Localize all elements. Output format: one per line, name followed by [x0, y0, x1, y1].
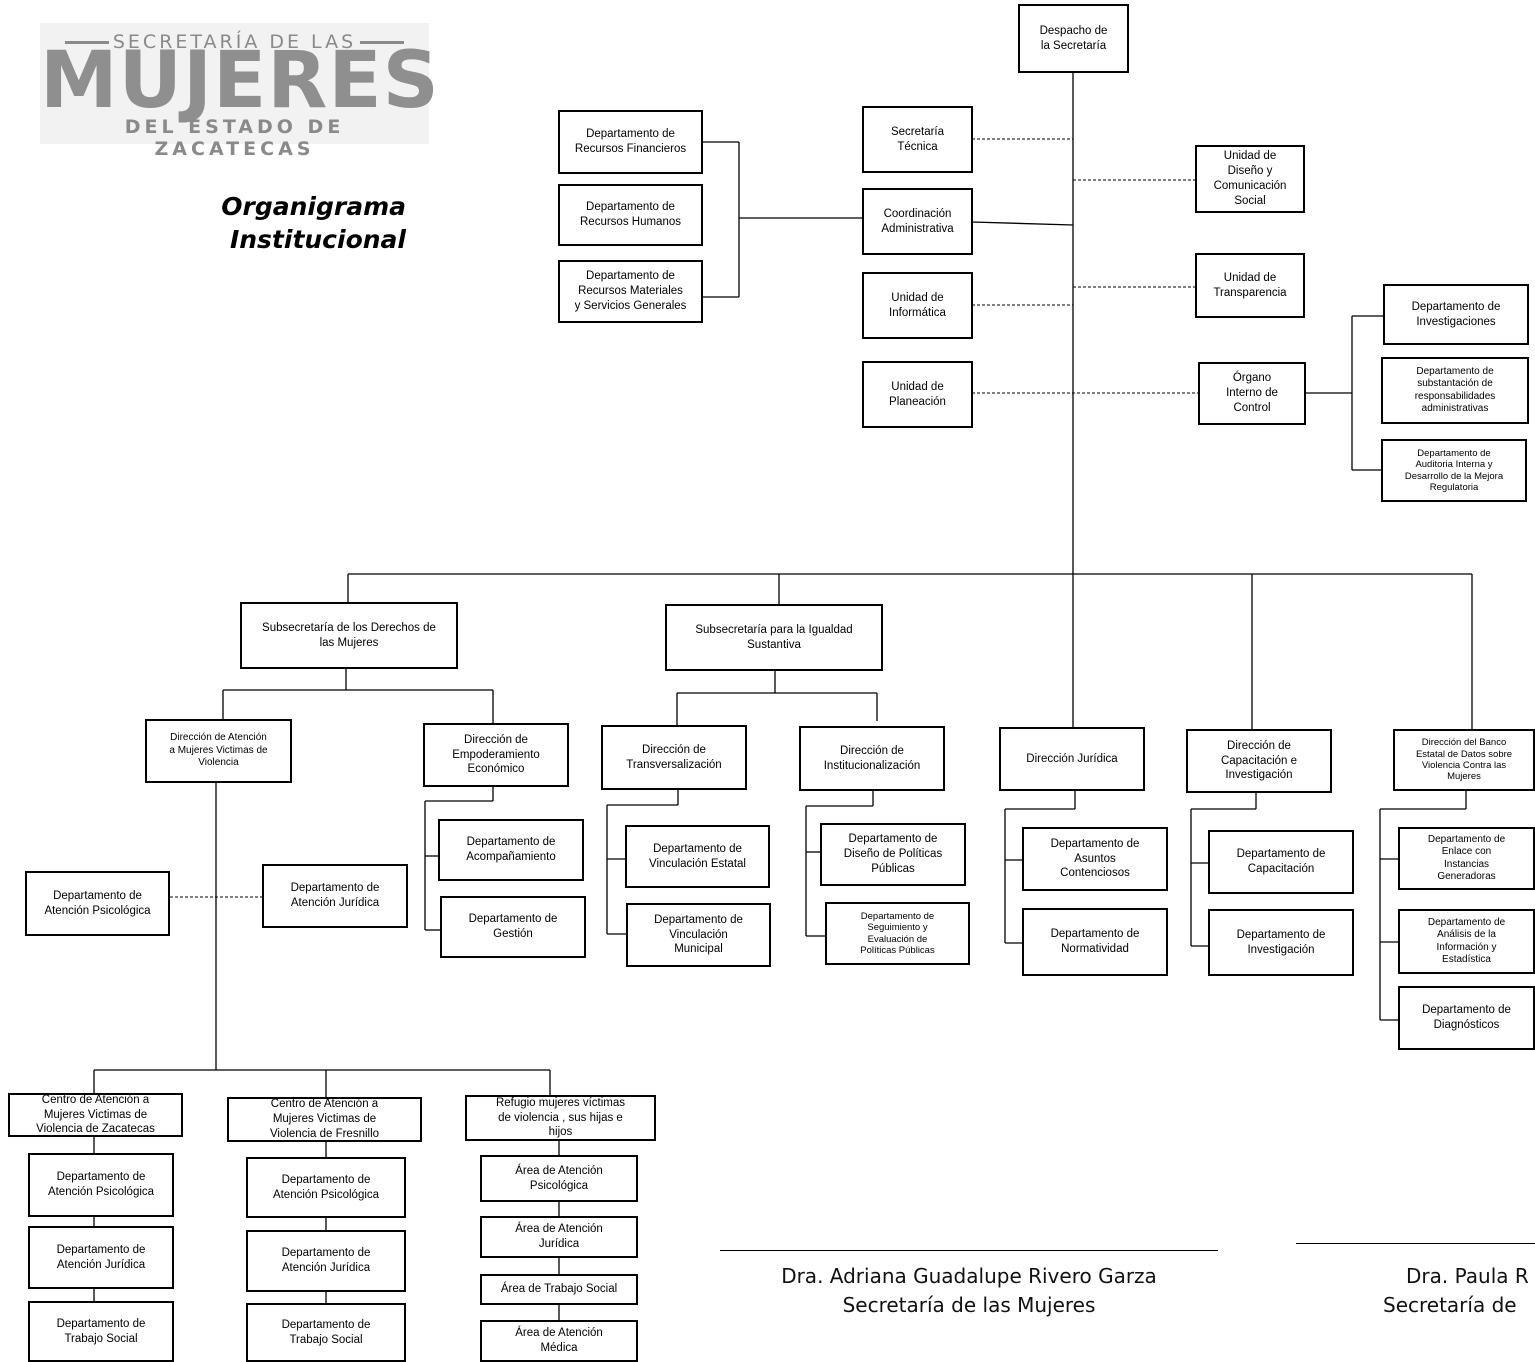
node-dep-capacitacion: Departamento de Capacitación [1208, 830, 1354, 894]
node-refugio: Refugio mujeres víctimas de violencia , … [465, 1095, 656, 1141]
node-dep-vinculacion-municipal: Departamento de Vinculación Municipal [626, 903, 771, 967]
node-dir-capacitacion: Dirección de Capacitación e Investigació… [1186, 729, 1332, 793]
node-dep-asuntos-contenciosos: Departamento de Asuntos Contenciosos [1022, 827, 1168, 891]
node-despacho: Despacho de la Secretaría [1018, 4, 1129, 73]
node-dir-institucionalizacion: Dirección de Institucionalización [799, 726, 945, 791]
node-zac-dep-trabajo-social: Departamento de Trabajo Social [28, 1301, 174, 1362]
node-subsecretaria-derechos: Subsecretaría de los Derechos de las Muj… [240, 602, 458, 669]
node-ref-area-trabajo-social: Área de Trabajo Social [480, 1274, 638, 1305]
node-secretaria-tecnica: Secretaría Técnica [862, 106, 973, 173]
secretaria-logo: SECRETARÍA DE LAS MUJERES DEL ESTADO DE … [40, 23, 440, 160]
node-dep-recursos-financieros: Departamento de Recursos Financieros [558, 110, 703, 174]
node-fres-dep-atencion-juridica: Departamento de Atención Jurídica [246, 1230, 406, 1292]
signature-right-role: Secretaría de [1383, 1293, 1517, 1317]
node-ref-area-psicologica: Área de Atención Psicológica [480, 1155, 638, 1202]
node-organo-interno-control: Órgano Interno de Control [1198, 362, 1306, 425]
node-zac-dep-atencion-juridica: Departamento de Atención Jurídica [28, 1226, 174, 1289]
node-ref-area-medica: Área de Atención Médica [480, 1320, 638, 1362]
node-dep-diseno-politicas: Departamento de Diseño de Políticas Públ… [820, 823, 966, 886]
node-subsecretaria-igualdad: Subsecretaría para la Igualdad Sustantiv… [665, 604, 883, 671]
signature-line-right [1296, 1243, 1535, 1244]
node-unidad-transparencia: Unidad de Transparencia [1195, 253, 1305, 318]
node-fres-dep-atencion-psicologica: Departamento de Atención Psicológica [246, 1157, 406, 1218]
node-dep-recursos-materiales: Departamento de Recursos Materiales y Se… [558, 260, 703, 323]
node-coordinacion-administrativa: Coordinación Administrativa [862, 188, 973, 255]
node-centro-zacatecas: Centro de Atención a Mujeres Victimas de… [8, 1093, 183, 1137]
node-dir-transversalizacion: Dirección de Transversalización [601, 725, 747, 790]
title-line-1: Organigrama [221, 192, 406, 221]
signature-right-name: Dra. Paula R [1406, 1264, 1529, 1288]
node-unidad-diseno-comunicacion: Unidad de Diseño y Comunicación Social [1195, 145, 1305, 213]
node-ref-area-juridica: Área de Atención Jurídica [480, 1216, 638, 1258]
node-dep-vinculacion-estatal: Departamento de Vinculación Estatal [625, 825, 770, 888]
signature-line-left [720, 1250, 1218, 1251]
signature-left-role: Secretaría de las Mujeres [842, 1293, 1096, 1317]
node-zac-dep-atencion-psicologica: Departamento de Atención Psicológica [28, 1153, 174, 1217]
signature-left-name: Dra. Adriana Guadalupe Rivero Garza [781, 1264, 1157, 1288]
node-dep-substanciacion: Departamento de substantación de respons… [1381, 357, 1529, 424]
node-dep-atencion-psicologica: Departamento de Atención Psicológica [25, 871, 170, 936]
node-dep-acompanamiento: Departamento de Acompañamiento [438, 819, 584, 881]
logo-bottom-text: DEL ESTADO DE ZACATECAS [124, 116, 345, 160]
node-dep-recursos-humanos: Departamento de Recursos Humanos [558, 184, 703, 246]
node-dir-empoderamiento: Dirección de Empoderamiento Económico [423, 723, 569, 787]
node-unidad-informatica: Unidad de Informática [862, 272, 973, 339]
node-dep-seguimiento-evaluacion: Departamento de Seguimiento y Evaluación… [825, 902, 970, 965]
node-fres-dep-trabajo-social: Departamento de Trabajo Social [246, 1303, 406, 1362]
node-centro-fresnillo: Centro de Atención a Mujeres Victimas de… [227, 1097, 422, 1142]
node-dep-diagnosticos: Departamento de Diagnósticos [1398, 986, 1535, 1050]
node-dir-atencion-victimas: Dirección de Atención a Mujeres Victimas… [145, 719, 292, 783]
signature-right: Dra. Paula R Secretaría de [1383, 1262, 1535, 1320]
logo-top-text: SECRETARÍA DE LAS [40, 31, 429, 53]
node-dir-banco-datos: Dirección del Banco Estatal de Datos sob… [1393, 729, 1535, 791]
node-dep-analisis-informacion: Departamento de Análisis de la Informaci… [1398, 909, 1535, 974]
node-dep-gestion: Departamento de Gestión [440, 896, 586, 958]
node-dep-investigaciones: Departamento de Investigaciones [1383, 284, 1529, 345]
page-title: Organigrama Institucional [200, 190, 406, 256]
node-dep-auditoria: Departamento de Auditoria Interna y Desa… [1381, 439, 1527, 502]
signature-left: Dra. Adriana Guadalupe Rivero Garza Secr… [720, 1262, 1218, 1320]
logo-main-text: MUJERES [40, 36, 440, 126]
node-dep-investigacion: Departamento de Investigación [1208, 909, 1354, 976]
node-dep-normatividad: Departamento de Normatividad [1022, 908, 1168, 976]
node-dep-atencion-juridica: Departamento de Atención Jurídica [262, 864, 408, 928]
title-line-2: Institucional [229, 225, 406, 254]
node-dir-juridica: Dirección Jurídica [999, 727, 1145, 791]
node-dep-enlace-instancias: Departamento de Enlace con Instancias Ge… [1398, 827, 1535, 890]
node-unidad-planeacion: Unidad de Planeación [862, 361, 973, 428]
